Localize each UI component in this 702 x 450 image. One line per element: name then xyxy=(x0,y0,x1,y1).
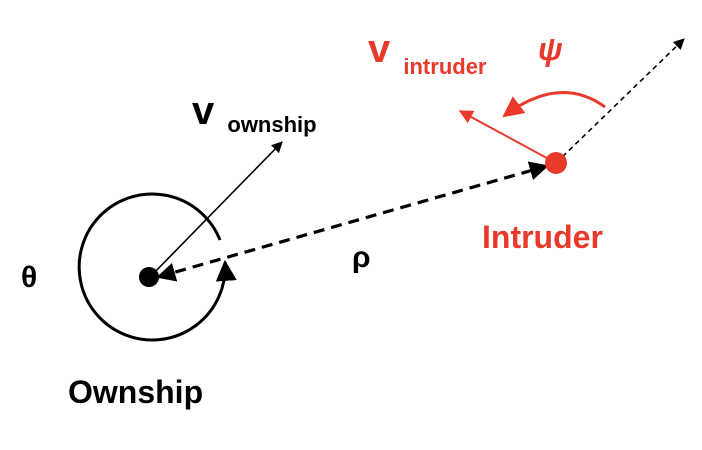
range-line-rho xyxy=(156,161,549,282)
intruder-heading-extension xyxy=(555,38,685,164)
ownship-dot xyxy=(139,267,159,287)
v-intruder-main: v xyxy=(368,27,391,71)
psi-arc xyxy=(502,90,606,118)
intruder-velocity-vector xyxy=(458,110,557,164)
ownship-label: Ownship xyxy=(68,374,203,410)
theta-label: θ xyxy=(21,261,37,294)
psi-label: ψ xyxy=(538,31,563,67)
v-ownship-label: v ownship xyxy=(192,89,317,137)
v-ownship-sub: ownship xyxy=(227,112,316,137)
intruder-label: Intruder xyxy=(482,219,603,255)
intruder-dot xyxy=(545,152,567,174)
theta-arc xyxy=(77,192,237,342)
v-intruder-label: v intruder xyxy=(368,27,487,79)
v-intruder-sub: intruder xyxy=(403,54,487,79)
v-ownship-main: v xyxy=(192,89,215,133)
rho-label: ρ xyxy=(352,241,371,274)
ownship-velocity-vector xyxy=(149,141,283,278)
